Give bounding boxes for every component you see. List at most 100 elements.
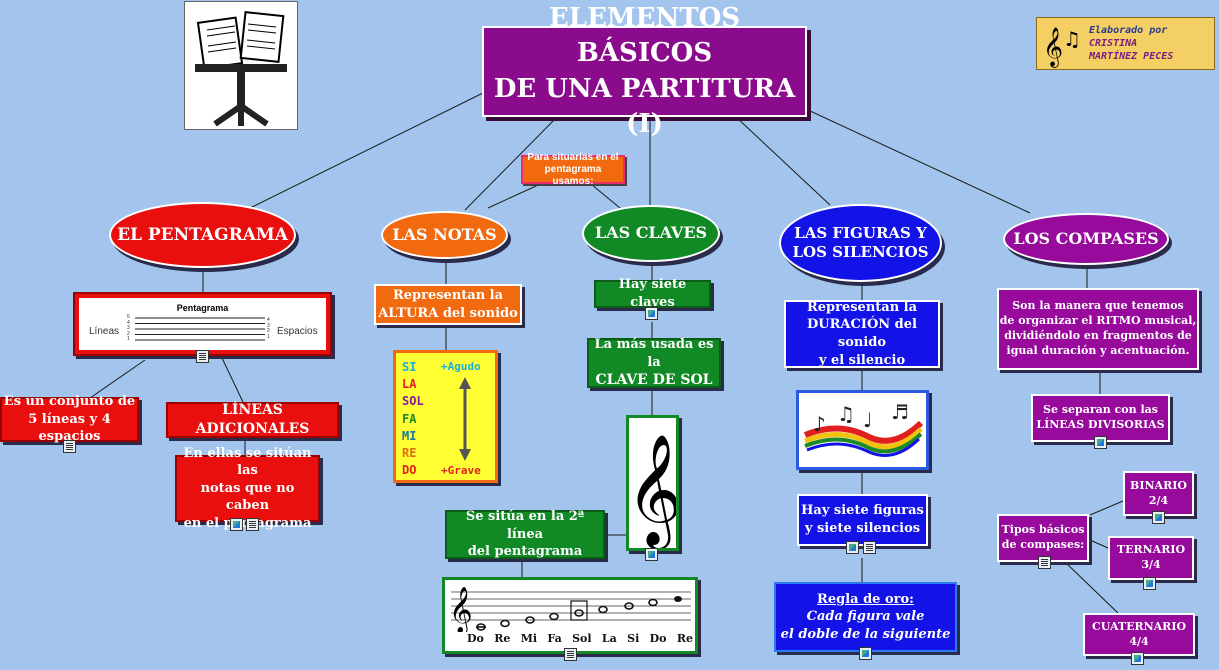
- image-icon[interactable]: [1143, 577, 1156, 590]
- document-icon[interactable]: [1038, 556, 1051, 569]
- treble-clef-panel: 𝄞: [626, 415, 679, 551]
- image-icon[interactable]: [645, 548, 658, 561]
- image-icon[interactable]: [1131, 652, 1144, 665]
- space-number: 4: [267, 317, 270, 323]
- claves-used-line2: CLAVE DE SOL: [595, 372, 713, 389]
- document-icon[interactable]: [863, 541, 876, 554]
- compases-definition: Son la manera que tenemos de organizar e…: [997, 288, 1199, 370]
- note-scale-panel: SI LA SOL FA MI RE DO +Agudo +Grave: [393, 350, 498, 483]
- compases-separate-line2: LÍNEAS DIVISORIAS: [1036, 418, 1165, 431]
- music-notes-icon: 𝄞 ♫: [1043, 27, 1081, 68]
- figuras-def-line1: Representan la: [806, 299, 918, 315]
- golden-rule: Regla de oro: Cada figura vale el doble …: [774, 582, 957, 652]
- figuras-count: Hay siete figuras y siete silencios: [797, 494, 928, 546]
- image-icon[interactable]: [1094, 436, 1107, 449]
- rainbow-notes-icon: ♪ ♫ ♩ ♬: [803, 400, 924, 457]
- scale-note: RE: [402, 446, 417, 461]
- figuras-definition: Representan la DURACIÓN del sonido y el …: [784, 300, 940, 368]
- claves-count: Hay siete claves: [594, 277, 711, 310]
- ternario-name: TERNARIO: [1116, 543, 1186, 557]
- compas-cuaternario: CUATERNARIO 4/4: [1083, 613, 1195, 656]
- pentagrama-definition: Es un conjunto de 5 líneas y 4 espacios: [0, 394, 139, 444]
- figuras-def-line3: y el silencio: [818, 352, 906, 368]
- line-number: 4: [127, 319, 130, 326]
- scale-note: DO: [402, 463, 417, 478]
- double-arrow-icon: [459, 377, 471, 461]
- extra-lines-definition: En ellas se sitúan las notas que no cabe…: [175, 446, 320, 531]
- golden-rule-line3: el doble de la siguiente: [780, 626, 951, 642]
- music-stand-image: [184, 1, 298, 130]
- pentagrama-def-line1: Es un conjunto de: [3, 394, 136, 410]
- ternario-signature: 3/4: [1141, 558, 1161, 571]
- pentagrama-def-line2: 5 líneas y 4 espacios: [28, 411, 111, 445]
- space-numbers: 4 3 2 1: [267, 317, 273, 340]
- space-number: 3: [267, 322, 270, 329]
- author-name1: CRISTINA: [1089, 38, 1138, 49]
- document-icon[interactable]: [564, 648, 577, 661]
- compases-separate: Se separan con las LÍNEAS DIVISORIAS: [1031, 394, 1170, 442]
- line-numbers: 5 4 3 2 1: [127, 314, 133, 343]
- svg-text:𝄞: 𝄞: [449, 587, 473, 632]
- image-icon[interactable]: [859, 647, 872, 660]
- connector-note: Para situarlas en el pentagrama usamos:: [521, 152, 625, 187]
- golden-rule-line2: Cada figura vale: [806, 609, 925, 625]
- notas-def-line2: ALTURA del sonido: [378, 305, 518, 321]
- extra-def-line1: En ellas se sitúan las: [183, 445, 312, 479]
- author-label: Elaborado por: [1089, 25, 1168, 36]
- figuras-count-line1: Hay siete figuras: [801, 503, 924, 519]
- svg-text:♫: ♫: [837, 402, 855, 426]
- node-notas: LAS NOTAS: [381, 211, 508, 259]
- figuras-count-line2: y siete silencios: [804, 521, 921, 536]
- staff-diagram-title: Pentagrama: [176, 303, 229, 313]
- low-label: +Grave: [441, 464, 481, 477]
- staff-note-name: Do: [649, 632, 667, 645]
- author-badge: 𝄞 ♫ Elaborado por CRISTINA MARTÍNEZ PECE…: [1036, 17, 1215, 70]
- image-icon[interactable]: [846, 541, 859, 554]
- staff-note-name: Re: [676, 632, 693, 645]
- compases-def-line3: dividiéndolo en fragmentos de: [1004, 329, 1192, 342]
- staff-lines: [135, 317, 265, 341]
- binario-name: BINARIO: [1130, 478, 1187, 492]
- compas-binario: BINARIO 2/4: [1123, 471, 1194, 516]
- lines-label: Líneas: [89, 326, 120, 337]
- staff-note-name: Fa: [547, 632, 562, 645]
- music-stand-icon: [195, 11, 287, 127]
- document-icon[interactable]: [63, 440, 76, 453]
- svg-text:𝄞: 𝄞: [629, 433, 676, 548]
- svg-text:♪: ♪: [813, 412, 826, 436]
- node-figuras: LAS FIGURAS Y LOS SILENCIOS: [779, 204, 942, 282]
- image-icon[interactable]: [1152, 511, 1165, 524]
- document-icon[interactable]: [246, 518, 259, 531]
- image-icon[interactable]: [230, 518, 243, 531]
- staff-note-names: Do Re Mi Fa Sol La Si Do Re: [467, 632, 693, 645]
- compas-ternario: TERNARIO 3/4: [1108, 536, 1194, 580]
- compases-def-line1: Son la manera que tenemos: [1012, 299, 1184, 313]
- staff-note-name: La: [601, 632, 617, 645]
- claves-used-line1: La más usada es la: [594, 337, 714, 370]
- rainbow-notes-image: ♪ ♫ ♩ ♬: [796, 390, 929, 470]
- extra-lines-node: LÍNEAS ADICIONALES: [166, 402, 339, 438]
- image-icon[interactable]: [645, 307, 658, 320]
- document-icon[interactable]: [196, 350, 209, 363]
- spaces-label: Espacios: [277, 326, 318, 337]
- svg-text:♫: ♫: [1063, 27, 1081, 51]
- compases-def-line4: igual duración y acentuación.: [1006, 343, 1190, 357]
- line-number: 5: [127, 314, 130, 320]
- figuras-def-line2: DURACIÓN del sonido: [807, 317, 917, 350]
- page-title: ELEMENTOS BÁSICOS DE UNA PARTITURA (I): [482, 3, 807, 139]
- space-number: 1: [267, 333, 270, 340]
- node-compases: LOS COMPASES: [1003, 213, 1169, 265]
- title-line2: DE UNA PARTITURA (I): [493, 73, 796, 139]
- staff-note-name: Do: [467, 632, 484, 645]
- staff-note-name: Re: [494, 632, 511, 645]
- title-line1: ELEMENTOS BÁSICOS: [548, 3, 741, 69]
- clef-position: Se sitúa en la 2ª línea del pentagrama: [445, 509, 605, 559]
- cuaternario-signature: 4/4: [1129, 634, 1149, 648]
- staff-notes-panel: 𝄞 Do Re Mi Fa Sol La Si Do Re: [442, 577, 698, 654]
- compases-types-line2: de compases:: [1001, 538, 1085, 551]
- notas-def-line1: Representan la: [392, 287, 504, 303]
- connector-note-line2: pentagrama usamos:: [544, 163, 602, 187]
- staff-notes-image: 𝄞: [449, 587, 691, 632]
